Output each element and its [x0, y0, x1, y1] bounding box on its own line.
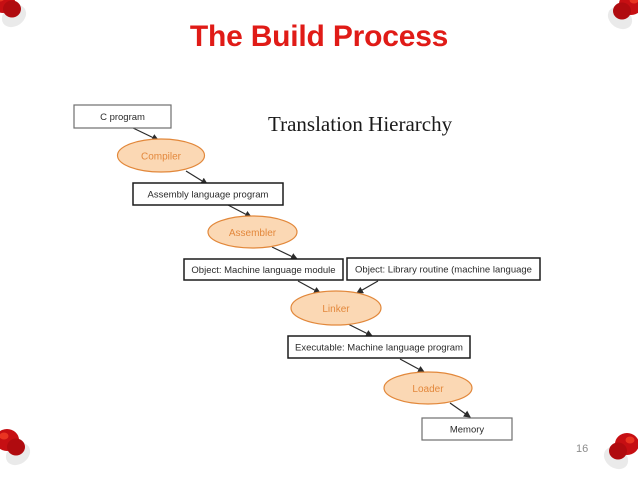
- edge-assembly-program-to-assembler: [227, 204, 253, 218]
- diagram-heading: Translation Hierarchy: [268, 112, 453, 136]
- edge-c-program-to-compiler: [132, 127, 160, 141]
- node-assembly-program[interactable]: Assembly language program: [132, 182, 284, 206]
- node-linker[interactable]: Linker: [290, 290, 382, 326]
- node-executable-label: Executable: Machine language program: [295, 343, 463, 354]
- diagram-edges: [132, 127, 471, 418]
- node-object-library-label: Object: Library routine (machine languag…: [355, 265, 532, 276]
- node-object-library[interactable]: Object: Library routine (machine languag…: [346, 257, 541, 281]
- edge-object-library-to-linker: [355, 280, 379, 294]
- node-compiler[interactable]: Compiler: [116, 138, 206, 173]
- node-linker-label: Linker: [322, 304, 350, 315]
- node-c-program[interactable]: C program: [73, 104, 172, 129]
- node-c-program-label: C program: [100, 112, 145, 123]
- node-assembly-program-label: Assembly language program: [148, 190, 269, 201]
- node-compiler-label: Compiler: [141, 152, 182, 163]
- node-assembler[interactable]: Assembler: [207, 215, 298, 249]
- edge-object-module-to-linker: [297, 280, 322, 294]
- node-object-module[interactable]: Object: Machine language module: [183, 258, 344, 281]
- node-memory-label: Memory: [450, 425, 485, 436]
- page-number: 16: [576, 443, 589, 455]
- node-assembler-label: Assembler: [229, 228, 277, 239]
- edge-assembler-to-object-module: [271, 246, 299, 260]
- edge-executable-to-loader: [399, 358, 426, 373]
- edge-loader-to-memory: [449, 402, 471, 418]
- node-object-module-label: Object: Machine language module: [191, 265, 335, 276]
- edge-linker-to-executable: [347, 323, 374, 337]
- page-title: The Build Process: [189, 20, 449, 53]
- node-memory[interactable]: Memory: [421, 417, 513, 441]
- node-loader[interactable]: Loader: [383, 371, 473, 405]
- edge-compiler-to-assembly-program: [185, 170, 209, 185]
- node-executable[interactable]: Executable: Machine language program: [287, 335, 471, 359]
- node-loader-label: Loader: [412, 384, 444, 395]
